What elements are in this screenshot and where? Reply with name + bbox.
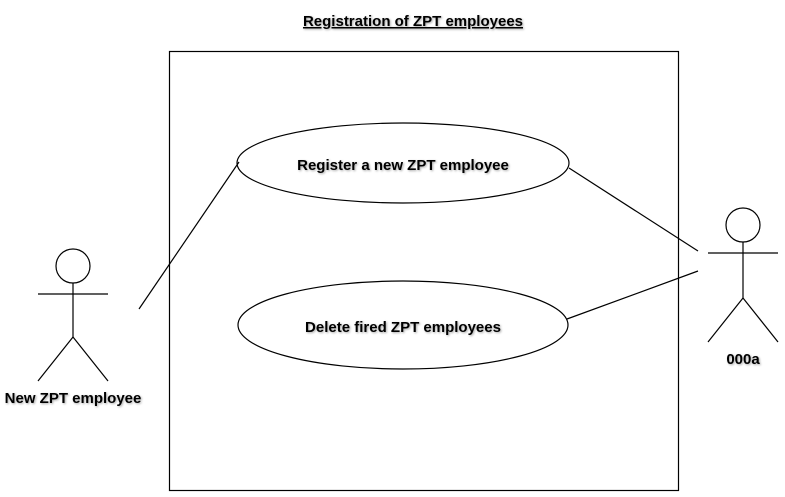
use-case-register-label: Register a new ZPT employee xyxy=(297,157,509,174)
diagram-title: Registration of ZPT employees xyxy=(303,13,523,30)
use-case-delete-ellipse xyxy=(237,280,569,370)
association-000a-delete xyxy=(566,270,699,320)
actor-000a[interactable]: 000a xyxy=(707,207,779,368)
association-new-employee-register xyxy=(138,161,240,310)
actor-new-zpt-employee[interactable]: New ZPT employee xyxy=(5,248,142,407)
actor-new-zpt-employee-left-leg xyxy=(37,336,74,382)
use-case-register[interactable]: Register a new ZPT employee xyxy=(236,122,570,204)
system-boundary xyxy=(168,50,680,492)
actor-new-zpt-employee-label: New ZPT employee xyxy=(5,390,142,407)
use-case-delete-label: Delete fired ZPT employees xyxy=(305,319,501,336)
actor-000a-head xyxy=(725,207,761,243)
actor-000a-left-leg xyxy=(707,297,744,343)
actor-new-zpt-employee-right-leg xyxy=(72,336,109,382)
actor-000a-right-leg xyxy=(742,297,779,343)
use-case-delete[interactable]: Delete fired ZPT employees xyxy=(237,280,569,370)
actor-new-zpt-employee-head xyxy=(55,248,91,284)
use-case-register-ellipse xyxy=(236,122,570,204)
actor-000a-label: 000a xyxy=(726,351,760,368)
association-000a-register xyxy=(568,167,699,252)
